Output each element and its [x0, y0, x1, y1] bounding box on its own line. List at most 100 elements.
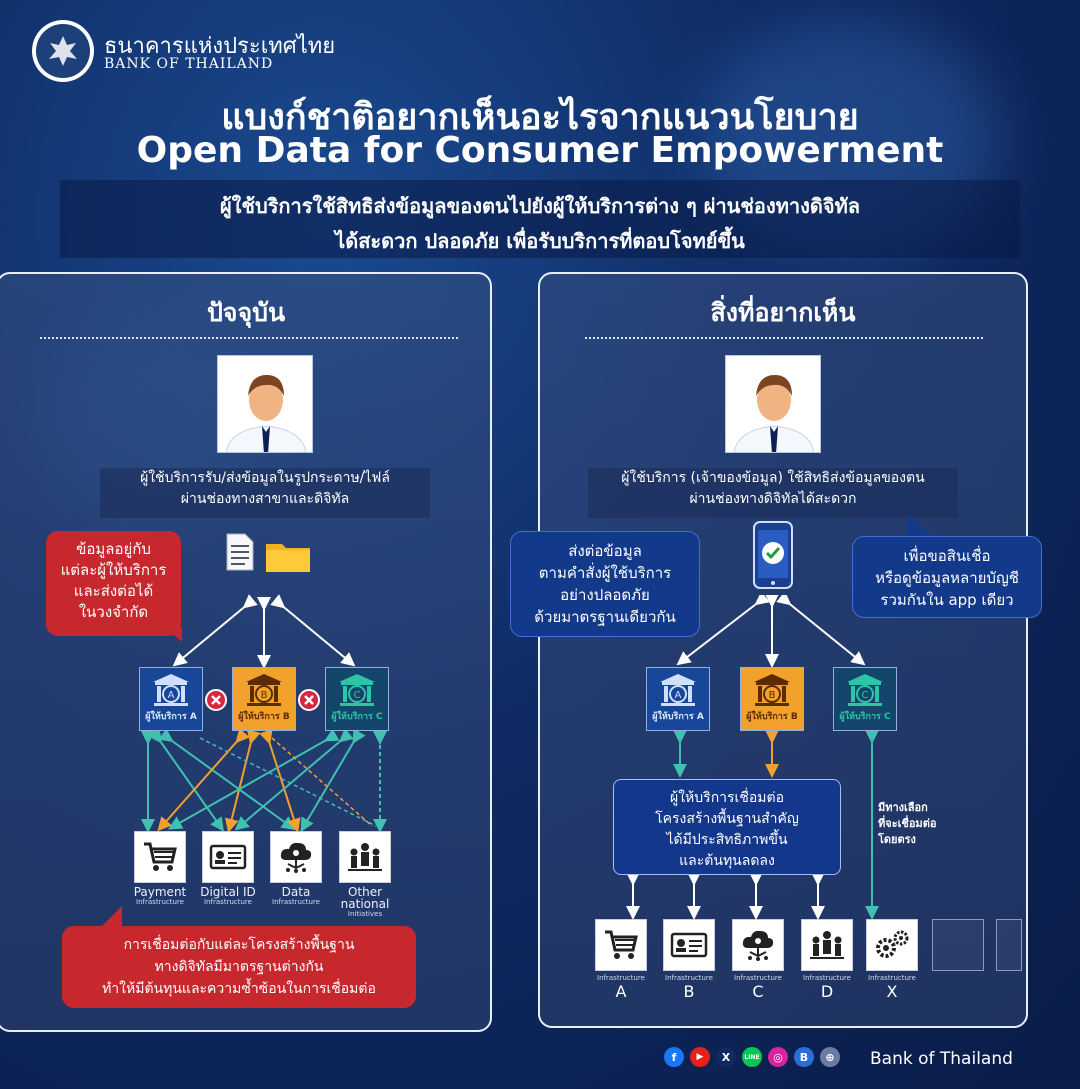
- svg-text:C: C: [862, 690, 869, 701]
- cloud-data-icon: [732, 919, 784, 971]
- infra-letter: D: [820, 982, 834, 1001]
- callout-line: ทางดิจิทัลมีมาตรฐานต่างกัน: [154, 959, 324, 975]
- subtitle-line-2: ได้สะดวก ปลอดภัย เพื่อรับบริการที่ตอบโจท…: [335, 229, 745, 253]
- facebook-icon[interactable]: f: [664, 1047, 684, 1067]
- garuda-emblem-icon: [49, 36, 77, 66]
- left-caption: ผู้ใช้บริการรับ/ส่งข้อมูลในรูปกระดาษ/ไฟล…: [100, 468, 430, 518]
- subtitle-line-1: ผู้ใช้บริการใช้สิทธิส่งข้อมูลของตนไปยังผ…: [219, 194, 861, 218]
- blockdit-icon[interactable]: B: [794, 1047, 814, 1067]
- org-name-thai: ธนาคารแห่งประเทศไทย: [104, 34, 336, 59]
- left-connection-arrows: [141, 594, 387, 833]
- callout-line: แต่ละผู้ให้บริการ: [60, 561, 167, 579]
- center-box-line: ผู้ให้บริการเชื่อมต่อ: [670, 790, 784, 806]
- people-network-icon: [801, 919, 853, 971]
- id-card-icon: [202, 831, 254, 883]
- website-globe-icon[interactable]: ⊕: [820, 1047, 840, 1067]
- infra-label-a: Infrastructure A: [585, 974, 657, 1001]
- note-line: มีทางเลือก: [878, 801, 928, 814]
- callout-line: เพื่อขอสินเชื่อ: [903, 547, 991, 565]
- callout-line: การเชื่อมต่อกับแต่ละโครงสร้างพื้นฐาน: [123, 937, 355, 953]
- bank-building-icon: A: [153, 674, 189, 706]
- infra-label-data: Data Infrastructure: [260, 886, 332, 906]
- infra-placeholder: [996, 919, 1022, 971]
- infra-label-payment: Payment Infrastructure: [124, 886, 196, 906]
- user-avatar-right: [725, 355, 821, 453]
- callout-data-siloed: ข้อมูลอยู่กับ แต่ละผู้ให้บริการ และส่งต่…: [46, 531, 181, 636]
- infra-sub: Infrastructure: [597, 974, 645, 982]
- cloud-data-icon: [270, 831, 322, 883]
- subtitle-band: [60, 180, 1020, 258]
- infra-sub: Infrastructure: [204, 898, 252, 906]
- provider-label: ผู้ให้บริการ C: [331, 712, 383, 722]
- org-name-english: BANK OF THAILAND: [104, 56, 274, 72]
- infra-name: Other national: [340, 885, 390, 911]
- callout-line: ตามคำสั่งผู้ใช้บริการ: [538, 564, 672, 582]
- left-divider: [40, 337, 458, 339]
- callout-loan-multi-account: เพื่อขอสินเชื่อ หรือดูข้อมูลหลายบัญชี รว…: [852, 536, 1042, 618]
- callout-line: ด้วยมาตรฐานเดียวกัน: [534, 608, 676, 626]
- provider-label: ผู้ให้บริการ C: [839, 712, 891, 722]
- right-caption: ผู้ใช้บริการ (เจ้าของข้อมูล) ใช้สิทธิส่ง…: [588, 468, 958, 518]
- provider-c-right: C ผู้ให้บริการ C: [833, 667, 897, 731]
- callout-line: หรือดูข้อมูลหลายบัญชี: [875, 569, 1019, 587]
- page-title-english: Open Data for Consumer Empowerment: [136, 130, 944, 171]
- provider-c-left: C ผู้ให้บริการ C: [325, 667, 389, 731]
- callout-line: อย่างปลอดภัย: [560, 586, 650, 604]
- smartphone-check-icon: [752, 520, 794, 594]
- provider-label: ผู้ให้บริการ B: [238, 712, 290, 722]
- infra-label-digital-id: Digital ID Infrastructure: [192, 886, 264, 906]
- callout-line: ทำให้มีต้นทุนและความซ้ำซ้อนในการเชื่อมต่…: [102, 981, 376, 997]
- infra-label-other: Other national Initiatives: [329, 886, 401, 918]
- svg-text:C: C: [354, 690, 361, 701]
- callout-line: ในวงจำกัด: [78, 603, 149, 621]
- x-icon[interactable]: X: [716, 1047, 736, 1067]
- callout-line: และส่งต่อได้: [73, 582, 154, 600]
- svg-text:B: B: [769, 690, 776, 701]
- infra-sub: Infrastructure: [136, 898, 184, 906]
- right-panel-title: สิ่งที่อยากเห็น: [710, 298, 856, 327]
- infra-sub: Infrastructure: [665, 974, 713, 982]
- cart-icon: [134, 831, 186, 883]
- shared-infrastructure-box: ผู้ให้บริการเชื่อมต่อ โครงสร้างพื้นฐานสำ…: [613, 779, 841, 875]
- gears-icon: [866, 919, 918, 971]
- infra-sub: Infrastructure: [272, 898, 320, 906]
- callout-secure-transfer: ส่งต่อข้อมูล ตามคำสั่งผู้ใช้บริการ อย่าง…: [510, 531, 700, 637]
- infra-placeholder: [932, 919, 984, 971]
- center-box-line: และต้นทุนลดลง: [679, 853, 775, 869]
- svg-text:B: B: [261, 690, 268, 701]
- left-caption-line-2: ผ่านช่องทางสาขาและดิจิทัล: [180, 491, 350, 507]
- infra-letter: B: [683, 982, 695, 1001]
- svg-text:A: A: [675, 690, 682, 701]
- infra-letter: A: [615, 982, 627, 1001]
- infra-label-b: Infrastructure B: [653, 974, 725, 1001]
- right-caption-line-1: ผู้ใช้บริการ (เจ้าของข้อมูล) ใช้สิทธิส่ง…: [621, 470, 925, 486]
- footer-brand: Bank of Thailand: [870, 1049, 1013, 1069]
- infra-letter: C: [752, 982, 764, 1001]
- provider-label: ผู้ให้บริการ A: [652, 712, 704, 722]
- callout-connection-cost: การเชื่อมต่อกับแต่ละโครงสร้างพื้นฐาน ทาง…: [62, 926, 416, 1008]
- callout-tail: [100, 906, 124, 932]
- infra-letter: X: [886, 982, 898, 1001]
- user-avatar-left: [217, 355, 313, 453]
- callout-line: รวมกันใน app เดียว: [880, 591, 1014, 609]
- provider-a-right: A ผู้ให้บริการ A: [646, 667, 710, 731]
- instagram-icon[interactable]: ◎: [768, 1047, 788, 1067]
- right-caption-line-2: ผ่านช่องทางดิจิทัลได้สะดวก: [689, 491, 857, 507]
- callout-tail: [908, 514, 934, 542]
- infra-sub: Initiatives: [347, 910, 383, 918]
- infra-sub: Infrastructure: [734, 974, 782, 982]
- provider-b-left: B ผู้ให้บริการ B: [232, 667, 296, 731]
- note-line: โดยตรง: [878, 833, 916, 846]
- infra-sub: Infrastructure: [803, 974, 851, 982]
- provider-a-left: A ผู้ให้บริการ A: [139, 667, 203, 731]
- line-icon[interactable]: LINE: [742, 1047, 762, 1067]
- right-divider: [585, 337, 983, 339]
- direct-connection-note: มีทางเลือก ที่จะเชื่อมต่อ โดยตรง: [878, 800, 936, 848]
- no-connection-icon: [298, 689, 320, 715]
- bank-building-icon: A: [660, 674, 696, 706]
- bank-building-icon: C: [339, 674, 375, 706]
- svg-text:A: A: [168, 690, 175, 701]
- id-card-icon: [663, 919, 715, 971]
- infra-name: Payment: [133, 885, 187, 899]
- youtube-icon[interactable]: ▶: [690, 1047, 710, 1067]
